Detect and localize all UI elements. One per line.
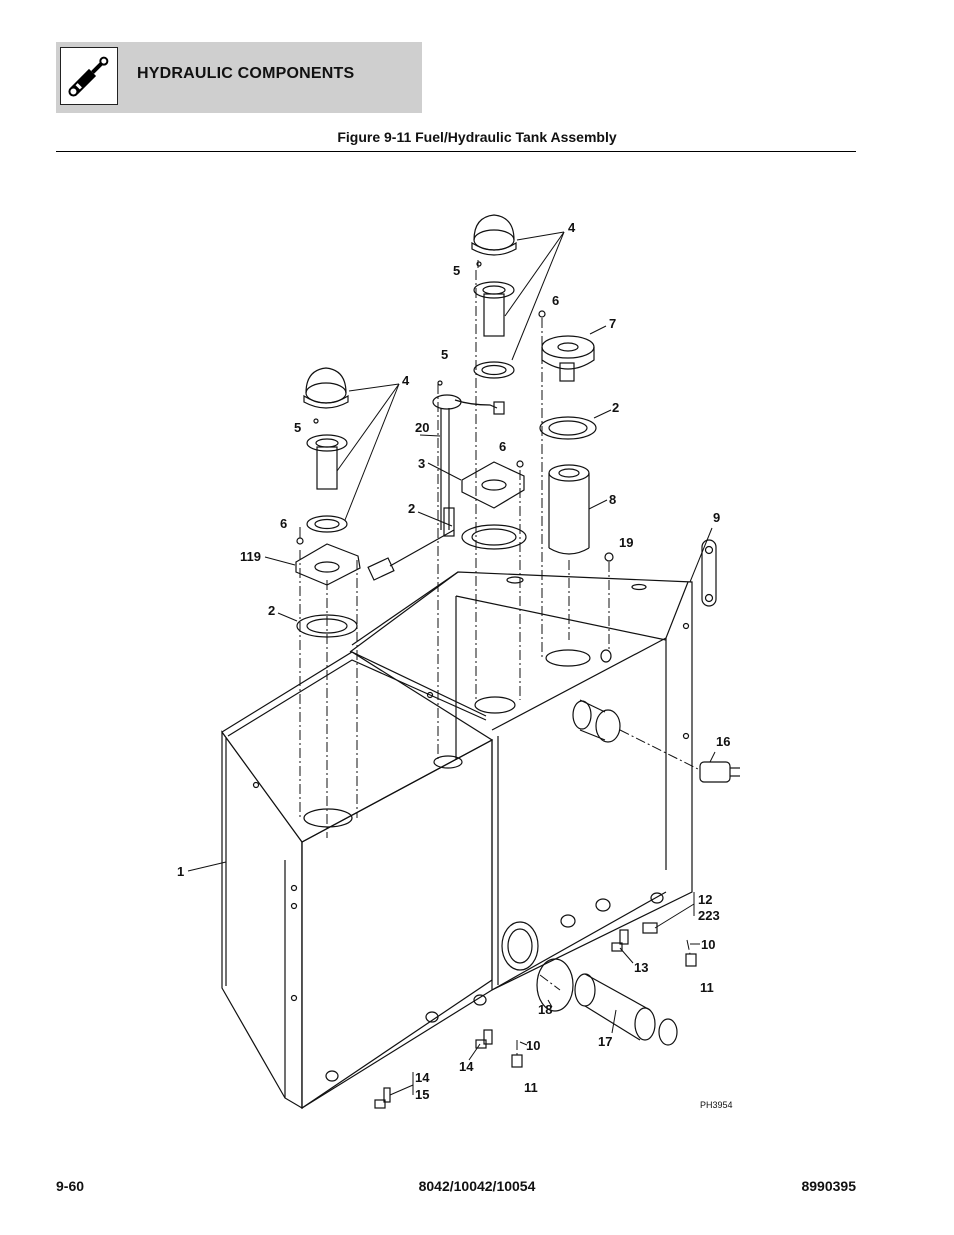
section-title: HYDRAULIC COMPONENTS <box>137 65 355 82</box>
callout-13: 13 <box>634 960 648 975</box>
fuel-sender <box>367 380 505 581</box>
callout-5: 5 <box>294 420 301 435</box>
figure-title: Figure 9-11 Fuel/Hydraulic Tank Assembly <box>337 129 617 145</box>
manual-number: 8990395 <box>801 1178 856 1194</box>
callout-6: 6 <box>552 293 559 308</box>
callout-11: 11 <box>524 1080 538 1095</box>
callout-5: 5 <box>453 263 460 278</box>
callout-1: 1 <box>177 864 184 879</box>
callout-14: 14 <box>459 1059 474 1074</box>
callout-18: 18 <box>538 1002 552 1017</box>
callout-20: 20 <box>415 420 429 435</box>
model-numbers: 8042/10042/10054 <box>418 1178 536 1194</box>
callout-3: 3 <box>418 456 425 471</box>
title-rule <box>56 151 856 152</box>
callout-4: 4 <box>402 373 410 388</box>
callout-6: 6 <box>499 439 506 454</box>
callout-19: 19 <box>619 535 633 550</box>
callout-16: 16 <box>716 734 730 749</box>
callout-9: 9 <box>713 510 720 525</box>
callout-2: 2 <box>612 400 619 415</box>
callout-2: 2 <box>268 603 275 618</box>
callout-4: 4 <box>568 220 576 235</box>
callout-8: 8 <box>609 492 616 507</box>
small-fittings <box>374 922 697 1109</box>
center-filler-assembly <box>461 214 527 550</box>
callout-14: 14 <box>415 1070 430 1085</box>
suction-strainer <box>536 958 678 1046</box>
elbow-fitting <box>699 761 740 783</box>
callout-17: 17 <box>598 1034 612 1049</box>
tank-assembly-diagram: 4 5 6 7 5 4 2 5 20 6 3 8 2 9 6 19 119 2 … <box>177 214 740 1110</box>
page-number: 9-60 <box>56 1178 85 1194</box>
callout-11: 11 <box>700 980 714 995</box>
callout-223: 223 <box>698 908 720 923</box>
callout-119: 119 <box>240 549 261 564</box>
callout-7: 7 <box>609 316 616 331</box>
callout-10: 10 <box>701 937 715 952</box>
callout-5: 5 <box>441 347 448 362</box>
callout-6: 6 <box>280 516 287 531</box>
left-filler-assembly <box>295 367 361 638</box>
callout-15: 15 <box>415 1087 429 1102</box>
tank-body <box>221 571 693 1110</box>
hydraulic-cylinder-icon <box>60 47 118 105</box>
callout-12: 12 <box>698 892 712 907</box>
callout-10: 10 <box>526 1038 540 1053</box>
breather-bracket <box>701 539 717 607</box>
filter-assembly <box>538 310 614 562</box>
callout-2: 2 <box>408 501 415 516</box>
drawing-code: PH3954 <box>700 1100 733 1110</box>
